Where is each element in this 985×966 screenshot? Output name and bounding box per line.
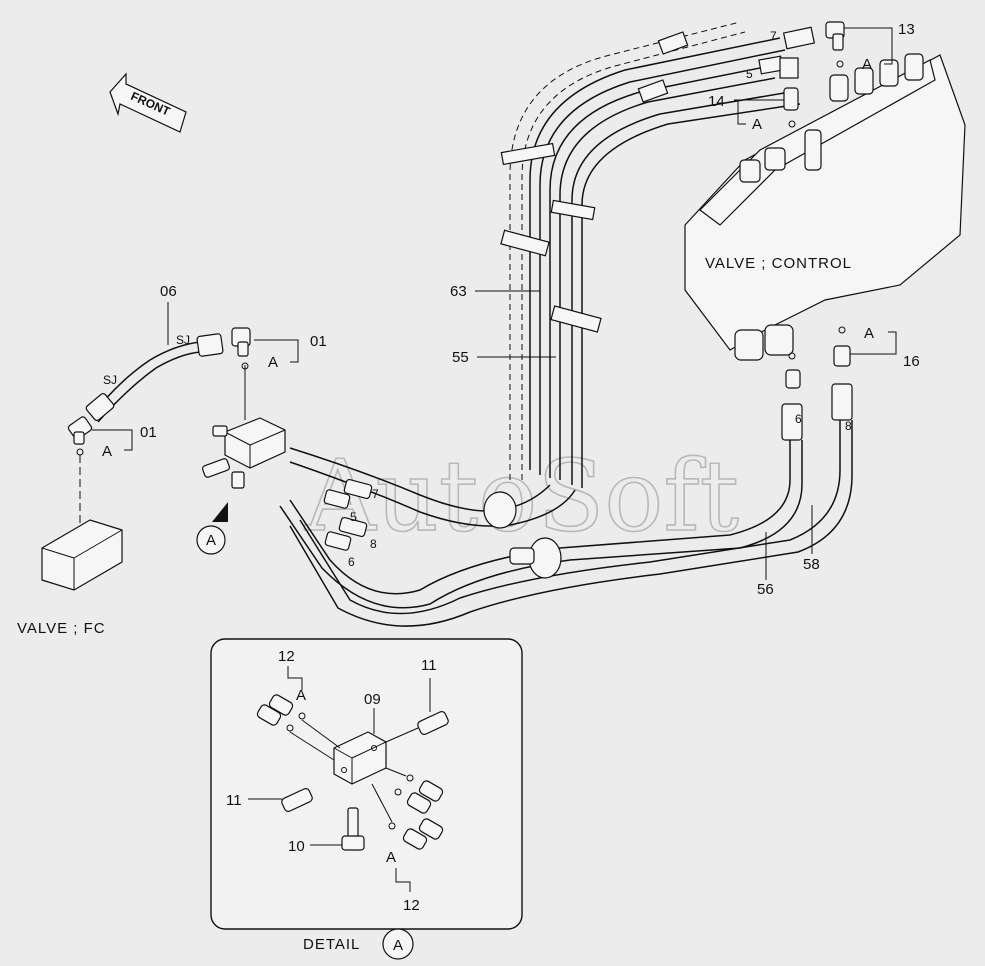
callout-hose-8-left: 8 [370, 537, 377, 551]
detail-caption-ref: A [393, 937, 403, 954]
callout-a-01-bottom: A [102, 443, 112, 460]
hose-end-fittings-left [323, 478, 373, 551]
hose-bundle-upper [289, 21, 801, 529]
detail-callout-09: 09 [364, 691, 381, 708]
detail-caption-title: DETAIL [303, 936, 360, 953]
callout-a-01-top: A [268, 354, 278, 371]
callout-hose-6-left: 6 [348, 555, 355, 569]
manifold-block [201, 365, 286, 489]
valve-fc-label: VALVE ; FC [17, 620, 106, 637]
detail-callout-a-bottom: A [386, 849, 396, 866]
control-valve-label: VALVE ; CONTROL [705, 255, 852, 272]
callout-hose-5-top: 5 [746, 67, 753, 81]
callout-06: 06 [160, 283, 177, 300]
callout-a-14: A [752, 116, 762, 133]
callout-01-top: 01 [310, 333, 327, 350]
callout-hose-8-right: 8 [845, 419, 852, 433]
callouts-main: 06 SJ SJ 01 A 01 A 63 55 56 58 13 A 14 A… [76, 21, 920, 598]
detail-ref-letter: A [206, 532, 216, 549]
callout-hose-7-top: 7 [770, 29, 777, 43]
callout-16: 16 [903, 353, 920, 370]
valve-fc: VALVE ; FC [17, 455, 123, 637]
detail-callout-11-left: 11 [226, 792, 242, 809]
callout-hose-5-left: 5 [350, 510, 357, 524]
callout-sj-top: SJ [176, 333, 190, 347]
callout-13: 13 [898, 21, 915, 38]
detail-callout-11-top: 11 [421, 657, 437, 674]
callout-14: 14 [708, 93, 725, 110]
control-valve: VALVE ; CONTROL [684, 53, 966, 361]
callout-56: 56 [757, 581, 774, 598]
fitting-7-top [782, 26, 816, 50]
callout-a-16: A [864, 325, 874, 342]
callout-01-bottom: 01 [140, 424, 157, 441]
detail-callout-10: 10 [288, 838, 305, 855]
callout-hose-6-right: 6 [795, 412, 802, 426]
callout-a-13: A [862, 56, 872, 73]
detail-callout-12-top: 12 [278, 648, 295, 665]
detail-a-panel: 12 A 09 11 11 10 A 12 [210, 638, 523, 930]
hose-06 [67, 327, 251, 445]
callout-55: 55 [452, 349, 469, 366]
hose-bundle-lower [279, 383, 853, 627]
fitting-5-top [758, 55, 799, 79]
detail-callout-a-top: A [296, 687, 306, 704]
callout-58: 58 [803, 556, 820, 573]
callout-63: 63 [450, 283, 467, 300]
callout-sj-bottom: SJ [103, 373, 117, 387]
detail-callout-12-bottom: 12 [403, 897, 420, 914]
front-arrow: FRONT [109, 72, 187, 133]
detail-ref-marker: A [196, 502, 228, 555]
detail-caption: DETAIL A [303, 928, 414, 960]
callout-hose-7-left: 7 [372, 487, 379, 501]
